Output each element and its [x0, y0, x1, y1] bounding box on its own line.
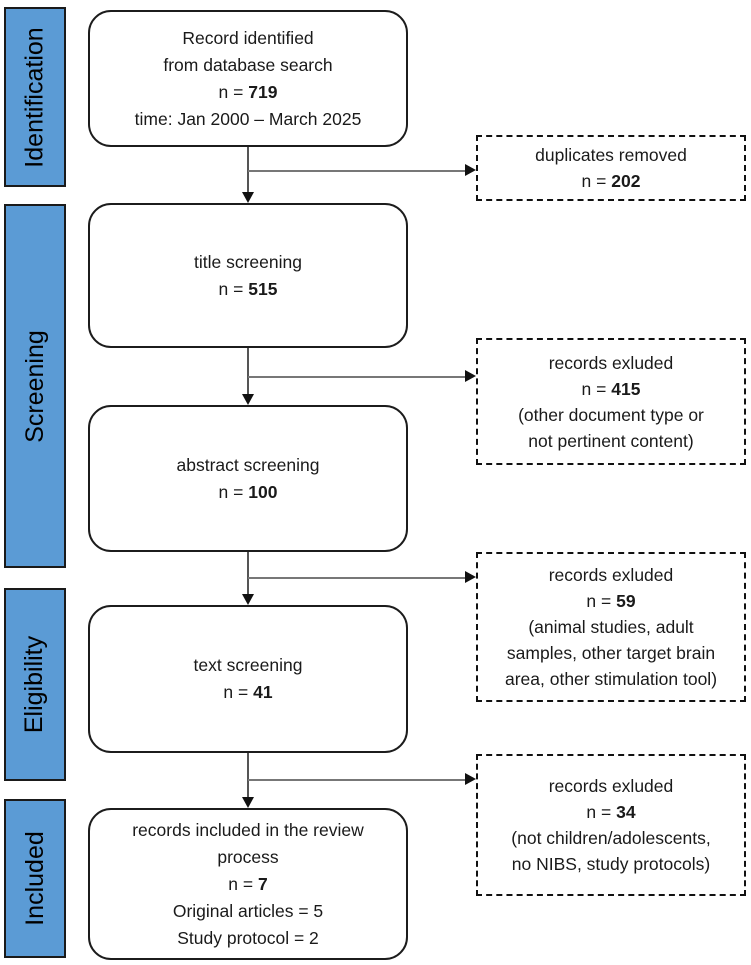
exclusion-box-after-text: records exluded n = 34 (not children/ado…: [476, 754, 746, 896]
box-text-line: title screening: [194, 251, 302, 272]
connector-branch-2: [248, 376, 465, 378]
box-count-line: n = 34: [586, 802, 636, 822]
box-count-line: n = 100: [218, 481, 278, 502]
box-text-line: time: Jan 2000 – March 2025: [134, 108, 362, 129]
box-text-line: process: [217, 846, 279, 867]
exclusion-box-duplicates-removed: duplicates removed n = 202: [476, 135, 746, 201]
connector-branch-4: [248, 779, 465, 781]
flow-box-text-screening: text screening n = 41: [88, 605, 408, 753]
stage-bar-screening: Screening: [4, 204, 66, 568]
stage-label-eligibility: Eligibility: [20, 635, 49, 734]
flow-box-records-included: records included in the review process n…: [88, 808, 408, 960]
box-text-line: text screening: [193, 655, 303, 675]
arrowhead-right-3: [465, 571, 476, 583]
box-text-line: area, other stimulation tool): [504, 669, 718, 689]
box-text-line: Record identified: [182, 27, 314, 48]
box-count-line: n = 7: [228, 873, 268, 894]
arrowhead-down-4: [242, 797, 254, 808]
box-text-line: records exluded: [548, 352, 674, 373]
box-text-line: no NIBS, study protocols): [511, 854, 711, 874]
flow-box-database-search: Record identified from database search n…: [88, 10, 408, 147]
arrowhead-down-1: [242, 192, 254, 203]
stage-label-identification: Identification: [20, 26, 49, 168]
box-text-line: samples, other target brain: [506, 643, 716, 663]
connector-vertical-2: [247, 348, 249, 395]
connector-vertical-1: [247, 147, 249, 193]
box-count-line: n = 515: [218, 278, 278, 299]
box-text-line: Original articles = 5: [172, 900, 324, 921]
box-text-line: records exluded: [548, 776, 674, 796]
box-text-line: abstract screening: [176, 454, 320, 475]
arrowhead-right-4: [465, 773, 476, 785]
box-text-line: (other document type or: [518, 404, 704, 425]
stage-label-screening: Screening: [20, 329, 49, 443]
arrowhead-down-3: [242, 594, 254, 605]
box-count-line: n = 41: [223, 682, 273, 702]
box-text-line: (not children/adolescents,: [511, 828, 711, 848]
exclusion-box-after-title: records exluded n = 415 (other document …: [476, 338, 746, 465]
box-count-line: n = 415: [581, 378, 641, 399]
arrowhead-down-2: [242, 394, 254, 405]
connector-branch-3: [248, 577, 465, 579]
connector-vertical-3: [247, 552, 249, 595]
box-count-line: n = 59: [586, 591, 636, 611]
box-text-line: from database search: [163, 54, 333, 75]
connector-vertical-4: [247, 753, 249, 798]
box-text-line: records included in the review: [132, 819, 364, 840]
stage-label-included: Included: [20, 831, 49, 926]
exclusion-box-after-abstract: records exluded n = 59 (animal studies, …: [476, 552, 746, 702]
stage-bar-included: Included: [4, 799, 66, 958]
arrowhead-right-2: [465, 370, 476, 382]
arrowhead-right-1: [465, 164, 476, 176]
box-text-line: records exluded: [548, 565, 674, 585]
box-text-line: (animal studies, adult: [528, 617, 694, 637]
box-count-line: n = 719: [218, 81, 278, 102]
box-count-line: n = 202: [581, 171, 641, 191]
flow-box-title-screening: title screening n = 515: [88, 203, 408, 348]
stage-bar-identification: Identification: [4, 7, 66, 187]
box-text-line: not pertinent content): [528, 430, 694, 451]
box-text-line: Study protocol = 2: [177, 927, 319, 948]
stage-bar-eligibility: Eligibility: [4, 588, 66, 781]
connector-branch-1: [248, 170, 465, 172]
flow-box-abstract-screening: abstract screening n = 100: [88, 405, 408, 552]
box-text-line: duplicates removed: [535, 145, 687, 165]
